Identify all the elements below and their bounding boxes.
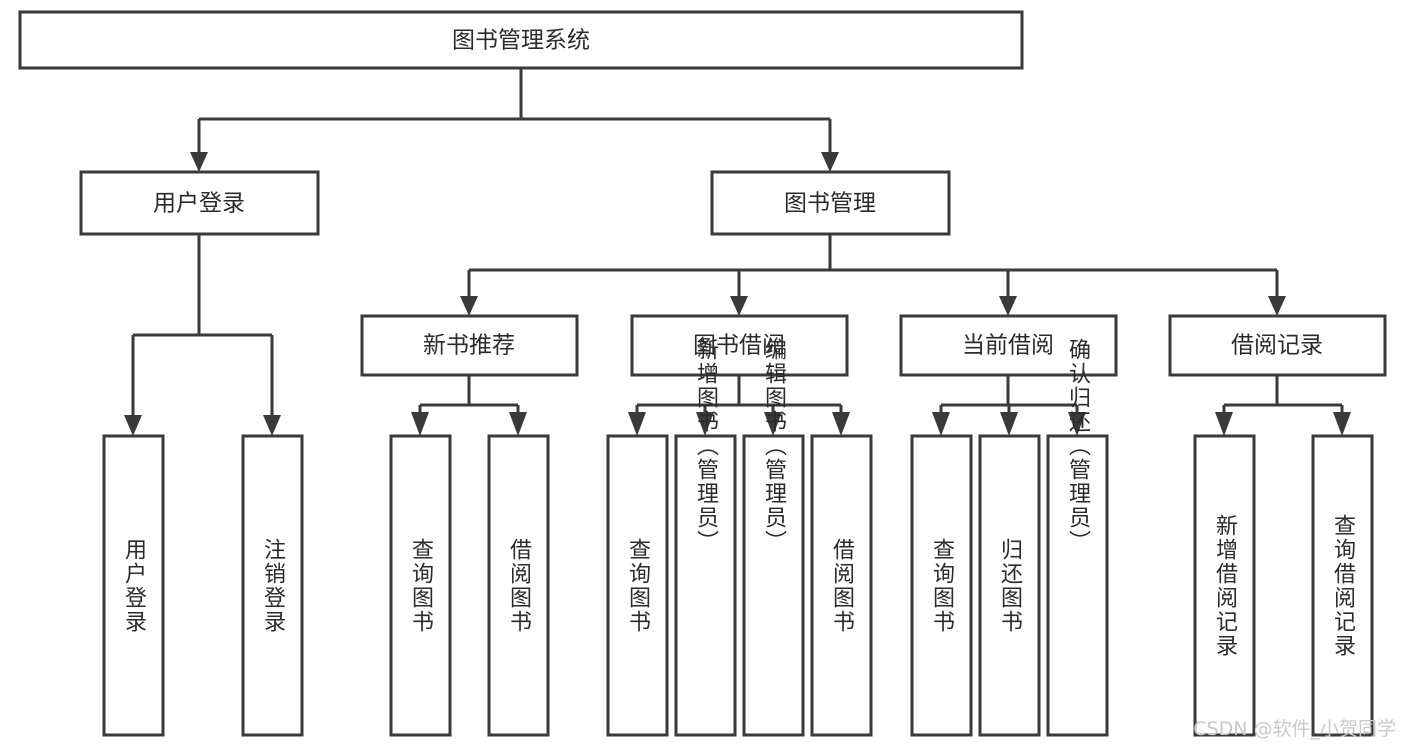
- leaf-box-book-borrow-0: [606, 434, 669, 737]
- leaf-borrow-record-1[interactable]: 查询借阅记录: [1311, 434, 1374, 737]
- leaf-label-new-book-0: 查询图书: [408, 538, 434, 634]
- leaf-current-borrow-0[interactable]: 查询图书: [910, 434, 973, 737]
- arrowhead-current-borrow: [999, 296, 1017, 316]
- node-box-book-manage: [710, 170, 951, 236]
- leaf-box-book-borrow-1: [674, 434, 737, 737]
- arrowhead-book-borrow: [730, 296, 748, 316]
- arrowhead-new-book-leaf-0: [411, 412, 429, 436]
- leaf-label-user-login-0: 用户登录: [121, 538, 147, 634]
- arrowhead-book-manage: [821, 152, 839, 172]
- arrowhead-book-borrow-leaf-0: [628, 412, 646, 436]
- leaf-book-borrow-2[interactable]: 编辑图书（管理员）: [742, 338, 805, 737]
- node-root-system[interactable]: 图书管理系统: [18, 10, 1024, 70]
- arrowhead-borrow-record: [1268, 296, 1286, 316]
- node-label-book-manage: 图书管理: [784, 191, 876, 217]
- leaf-book-borrow-0[interactable]: 查询图书: [606, 434, 669, 737]
- leaf-box-new-book-1: [487, 434, 550, 737]
- leaf-box-current-borrow-0: [910, 434, 973, 737]
- node-box-current-borrow: [899, 314, 1118, 377]
- leaf-borrow-record-0[interactable]: 新增借阅记录: [1193, 434, 1256, 737]
- node-label-book-borrow: 图书借阅: [693, 333, 785, 359]
- arrowhead-book-borrow-leaf-1: [696, 412, 714, 436]
- leaf-box-user-login-1: [241, 434, 304, 737]
- node-borrow-record[interactable]: 借阅记录: [1168, 314, 1387, 377]
- node-book-manage[interactable]: 图书管理: [710, 170, 951, 236]
- arrowhead-new-book: [460, 296, 478, 316]
- leaf-box-borrow-record-0: [1193, 434, 1256, 737]
- leaf-box-current-borrow-1: [978, 434, 1041, 737]
- node-label-new-book-recommend: 新书推荐: [423, 333, 515, 359]
- node-label-borrow-record: 借阅记录: [1231, 333, 1323, 359]
- arrowhead-current-borrow-leaf-1: [1000, 412, 1018, 436]
- arrowhead-book-borrow-leaf-3: [832, 412, 850, 436]
- node-box-user-login: [79, 170, 320, 236]
- arrowhead-book-borrow-leaf-2: [764, 412, 782, 436]
- node-box-book-borrow: [630, 314, 849, 377]
- leaf-new-book-0[interactable]: 查询图书: [389, 434, 452, 737]
- leaf-label-book-borrow-2: 编辑图书（管理员）: [761, 338, 787, 554]
- leaf-label-borrow-record-0: 新增借阅记录: [1212, 514, 1238, 658]
- connector-layer: [124, 68, 1351, 436]
- node-box-root: [18, 10, 1024, 70]
- leaf-current-borrow-2[interactable]: 确认归还（管理员）: [1046, 338, 1109, 737]
- node-box-new-book-recommend: [360, 314, 579, 377]
- leaf-label-current-borrow-0: 查询图书: [929, 538, 955, 634]
- node-new-book-recommend[interactable]: 新书推荐: [360, 314, 579, 377]
- leaf-book-borrow-3[interactable]: 借阅图书: [810, 434, 873, 737]
- leaf-box-book-borrow-3: [810, 434, 873, 737]
- node-current-borrow[interactable]: 当前借阅: [899, 314, 1118, 377]
- leaf-label-book-borrow-3: 借阅图书: [829, 538, 855, 634]
- leaf-current-borrow-1[interactable]: 归还图书: [978, 434, 1041, 737]
- node-label-current-borrow: 当前借阅: [962, 333, 1054, 359]
- arrowhead-current-borrow-leaf-0: [932, 412, 950, 436]
- arrowhead-user-login: [190, 152, 208, 172]
- leaf-box-book-borrow-2: [742, 434, 805, 737]
- leaf-user-login-1[interactable]: 注销登录: [241, 434, 304, 737]
- arrowhead-user-login-leaf-1: [263, 415, 281, 436]
- node-label-user-login: 用户登录: [153, 191, 245, 217]
- leaf-label-current-borrow-1: 归还图书: [997, 538, 1023, 634]
- leaf-label-book-borrow-1: 新增图书（管理员）: [693, 338, 719, 554]
- node-book-borrow[interactable]: 图书借阅: [630, 314, 849, 377]
- arrowhead-borrow-record-leaf-1: [1333, 412, 1351, 436]
- leaf-user-login-0[interactable]: 用户登录: [102, 434, 165, 737]
- leaf-label-borrow-record-1: 查询借阅记录: [1330, 514, 1356, 658]
- arrowhead-borrow-record-leaf-0: [1215, 412, 1233, 436]
- leaf-box-borrow-record-1: [1311, 434, 1374, 737]
- leaf-box-new-book-0: [389, 434, 452, 737]
- leaf-box-user-login-0: [102, 434, 165, 737]
- arrowhead-current-borrow-leaf-2: [1068, 412, 1086, 436]
- leaf-label-book-borrow-0: 查询图书: [625, 538, 651, 634]
- node-box-borrow-record: [1168, 314, 1387, 377]
- leaf-label-new-book-1: 借阅图书: [506, 538, 532, 634]
- leaf-label-user-login-1: 注销登录: [260, 538, 286, 634]
- leaf-label-current-borrow-2: 确认归还（管理员）: [1065, 338, 1091, 554]
- leaf-book-borrow-1[interactable]: 新增图书（管理员）: [674, 338, 737, 737]
- arrowhead-user-login-leaf-0: [124, 415, 142, 436]
- leaf-new-book-1[interactable]: 借阅图书: [487, 434, 550, 737]
- arrowhead-new-book-leaf-1: [509, 412, 527, 436]
- leaf-box-current-borrow-2: [1046, 434, 1109, 737]
- node-label-root: 图书管理系统: [452, 28, 590, 54]
- csdn-watermark: CSDN @软件_小贺同学: [1193, 718, 1396, 740]
- node-user-login[interactable]: 用户登录: [79, 170, 320, 236]
